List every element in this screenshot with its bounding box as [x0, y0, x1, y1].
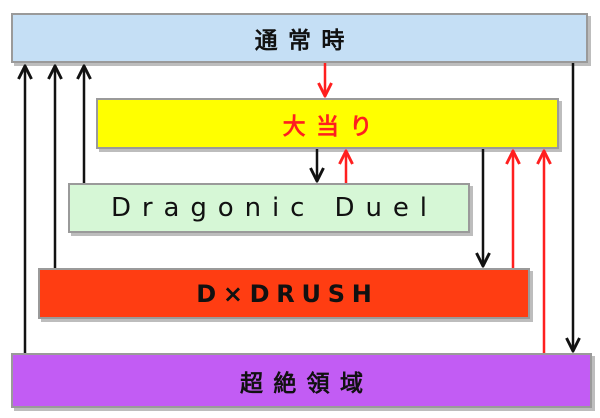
state-ultimate: 超絶領域: [11, 353, 592, 408]
state-normal: 通常時: [11, 13, 588, 63]
state-dxdrush: D×DRUSH: [38, 268, 530, 319]
state-ultimate-label: 超絶領域: [239, 370, 374, 397]
state-dragonic-duel-label: Dragonic Duel: [110, 193, 438, 223]
state-jackpot: 大当り: [96, 98, 559, 149]
state-jackpot-label: 大当り: [282, 113, 383, 140]
state-dxdrush-label: D×DRUSH: [196, 279, 379, 308]
state-normal-label: 通常時: [254, 28, 355, 54]
state-dragonic-duel: Dragonic Duel: [68, 183, 470, 233]
